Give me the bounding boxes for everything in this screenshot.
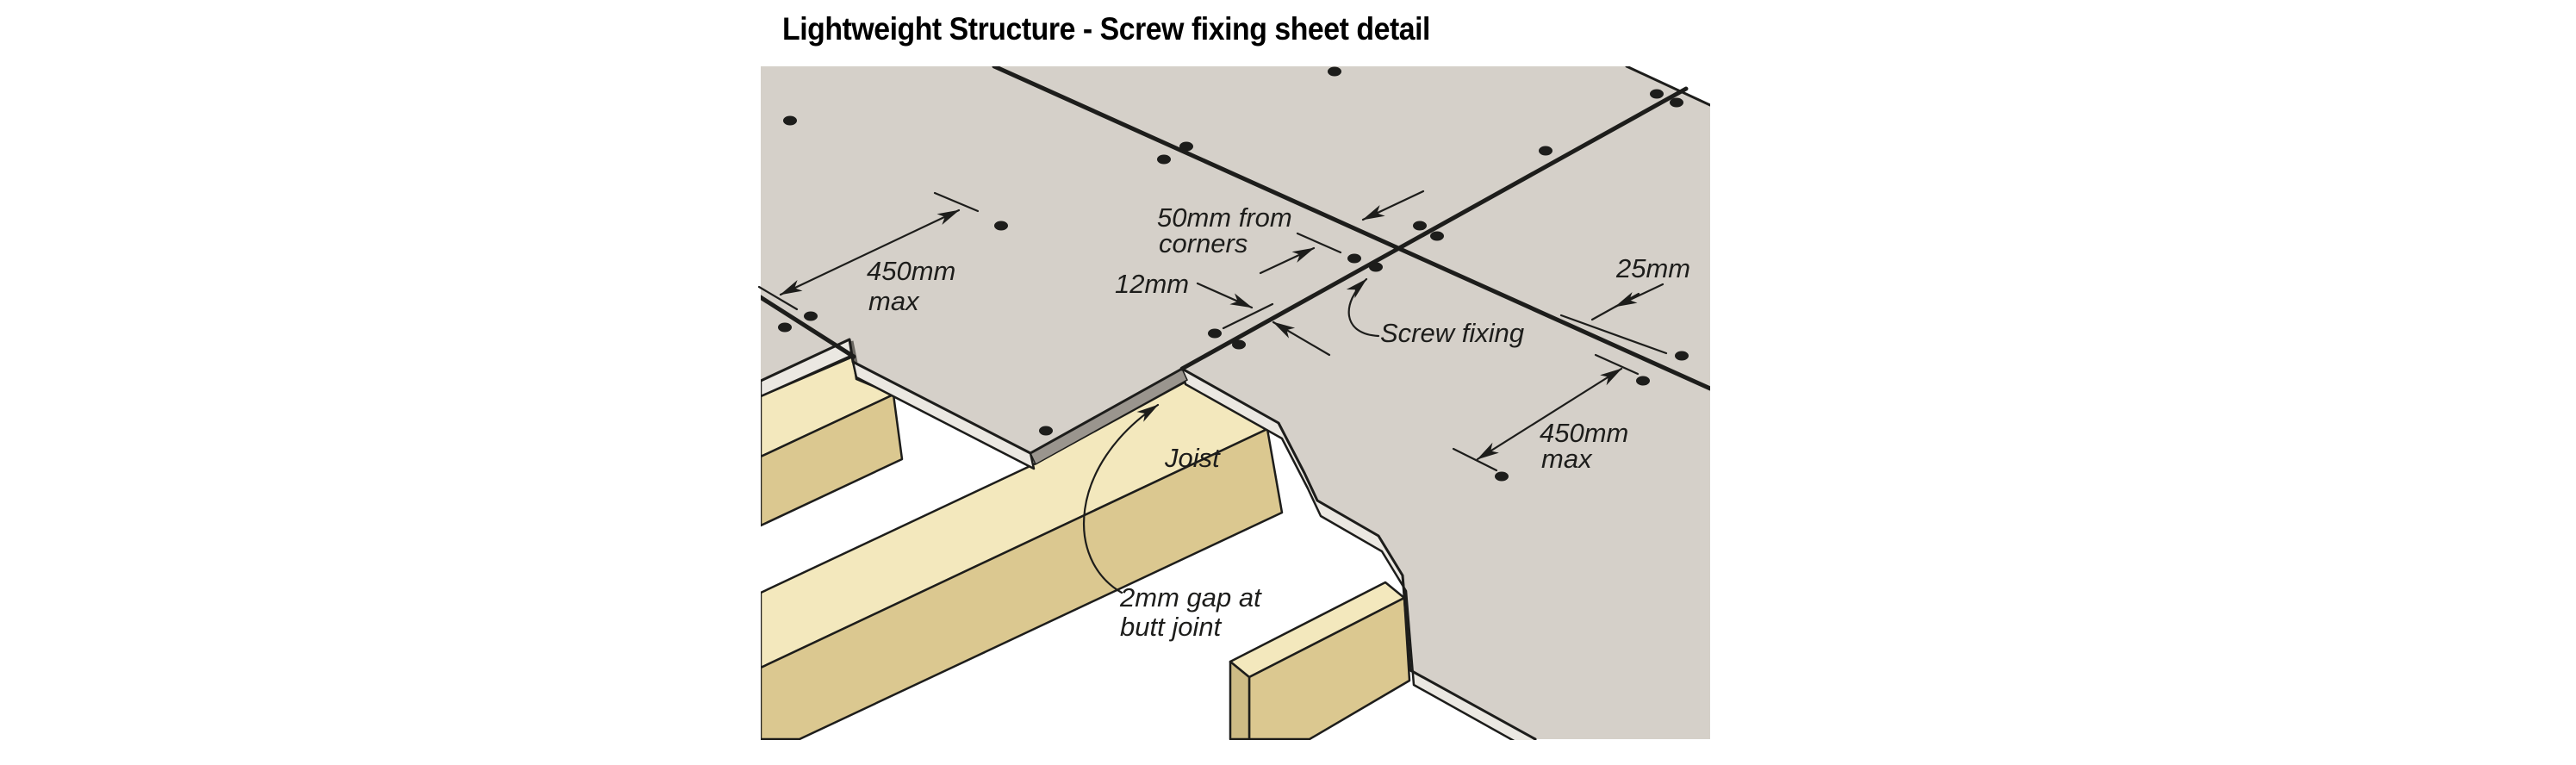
dimension-label: max [1541,444,1593,474]
dimension-tick [1590,292,1640,321]
dimension-label: 12mm [1115,269,1189,299]
dimension-12: 12mm [1115,269,1331,357]
dimension-25: 25mm [1559,253,1690,355]
callout-label: 2mm gap at [1119,582,1262,613]
sheet-joint-line-left [761,295,856,359]
sheet-surface [761,66,1710,739]
sheet-outer-edge [1625,66,1710,107]
floor-sheets [761,66,1710,740]
screw-dot [778,322,792,333]
screw-dot [1650,89,1664,99]
dimension-tick [757,285,799,311]
dimension-tick [1594,353,1640,376]
screw-dot [1208,328,1222,339]
screw-dot [1413,221,1427,231]
screw-dot [994,221,1008,231]
screw-dot [1232,339,1246,350]
butt-joint-gap-left [849,340,858,364]
screw-dot [1495,471,1509,482]
screw-fixings [778,66,1689,482]
dimension-tick [1296,232,1342,254]
leader-line [1083,403,1160,594]
dimension-arrow [1259,246,1316,275]
screw-dot [1347,253,1361,264]
screw-dot [783,115,797,126]
dimension-label: 450mm [1540,418,1628,448]
dimension-arrow [1196,282,1254,309]
sheet-joint-line-main [992,66,1710,391]
screw-dot [1430,231,1444,241]
dimension-arrow [1272,320,1331,357]
annotations: 450mm max 50mm from corners 12mm Screw f… [757,190,1690,642]
page-title: Lightweight Structure - Screw fixing she… [782,11,1430,47]
dimension-label: 25mm [1615,253,1690,283]
callout-2mm-gap: 2mm gap at butt joint [1083,403,1262,642]
dimension-arrow [779,208,961,296]
dimension-label: max [868,286,920,316]
joist-2-side-face [761,427,1284,740]
screw-row-line [1559,314,1668,355]
callout-label: Screw fixing [1380,318,1524,348]
dimension-label: 450mm [867,256,955,286]
dimension-50-corners: 50mm from corners [1157,190,1425,275]
dimension-label: corners [1159,228,1248,258]
dimension-450-right: 450mm max [1452,353,1640,474]
butt-joint-line [1179,86,1689,371]
joist-label: Joist [1164,443,1221,473]
callout-screw-fixing: Screw fixing [1346,277,1524,348]
dimension-label: 50mm from [1157,202,1292,233]
dimension-450-left: 450mm max [757,191,980,316]
screw-dot [1539,146,1552,156]
joist-3-end-face [1229,660,1251,740]
screw-dot [1670,97,1683,108]
dimension-arrow [1361,190,1425,221]
screw-dot [1179,141,1193,152]
callout-label: butt joint [1120,612,1223,642]
screw-dot [1157,154,1171,165]
screw-dot [1675,351,1689,361]
joists [761,355,1411,740]
dimension-tick [933,191,980,213]
leader-line [1346,277,1380,338]
dimension-tick [1222,302,1274,330]
dimension-arrow [1476,367,1623,461]
screw-dot [1039,426,1053,436]
screw-dot [1369,262,1383,272]
joist-1-side-face [761,393,904,527]
screw-dot [1328,66,1341,77]
screw-dot [1636,376,1650,386]
dimension-tick [1452,447,1498,472]
screw-dot [804,311,818,321]
